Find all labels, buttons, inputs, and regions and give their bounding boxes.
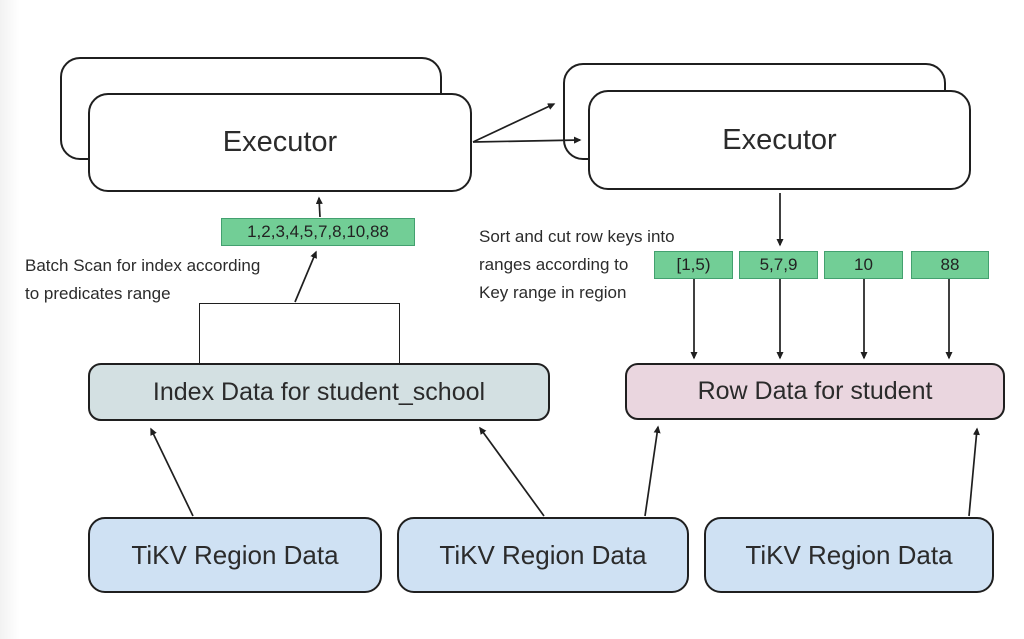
- tikv-region-label-2: TiKV Region Data: [439, 539, 647, 570]
- key-range-text-4: 88: [940, 255, 960, 274]
- tikv-region-box-1: TiKV Region Data: [88, 517, 382, 593]
- index-data-box: Index Data for student_school: [88, 363, 550, 421]
- index-result-values-label: 1,2,3,4,5,7,8,10,88: [221, 218, 415, 246]
- executor-right-label: Executor: [722, 123, 837, 156]
- index-data-label: Index Data for student_school: [152, 377, 486, 406]
- arrow-tikv2-to-rowdata: [644, 425, 661, 517]
- tikv-region-label-1: TiKV Region Data: [131, 539, 339, 570]
- tikv-region-label-3: TiKV Region Data: [745, 539, 953, 570]
- arrow-tikv2-to-indexdata: [479, 426, 545, 517]
- sort-cut-note: Sort and cut row keys into ranges accord…: [479, 227, 675, 302]
- arrow-tikv3-to-rowdata: [968, 427, 980, 517]
- key-range-text-1: [1,5): [676, 255, 711, 274]
- executor-left-box: Executor: [88, 93, 472, 192]
- tikv-region-box-3: TiKV Region Data: [704, 517, 994, 593]
- executor-right-box: Executor: [588, 90, 971, 190]
- key-range-text-2: 5,7,9: [759, 255, 798, 274]
- key-range-box-3: 10: [824, 251, 903, 279]
- key-range-text-3: 10: [854, 255, 873, 274]
- index-result-values-text: 1,2,3,4,5,7,8,10,88: [247, 222, 389, 241]
- row-data-box: Row Data for student: [625, 363, 1005, 420]
- executor-left-label: Executor: [222, 126, 338, 158]
- page-edge-shade: [0, 0, 20, 639]
- tikv-region-box-2: TiKV Region Data: [397, 517, 689, 593]
- key-range-box-1: [1,5): [654, 251, 733, 279]
- batch-scan-note: Batch Scan for index according to predic…: [25, 256, 261, 303]
- arrow-indexresult-to-executor: [315, 196, 323, 218]
- key-range-box-2: 5,7,9: [739, 251, 818, 279]
- arrow-tikv1-to-indexdata: [150, 427, 194, 517]
- row-data-label: Row Data for student: [697, 377, 933, 405]
- arrow-executor-to-executor-upper: [472, 103, 556, 143]
- index-scan-range-bracket: [199, 303, 400, 364]
- key-range-box-4: 88: [911, 251, 989, 279]
